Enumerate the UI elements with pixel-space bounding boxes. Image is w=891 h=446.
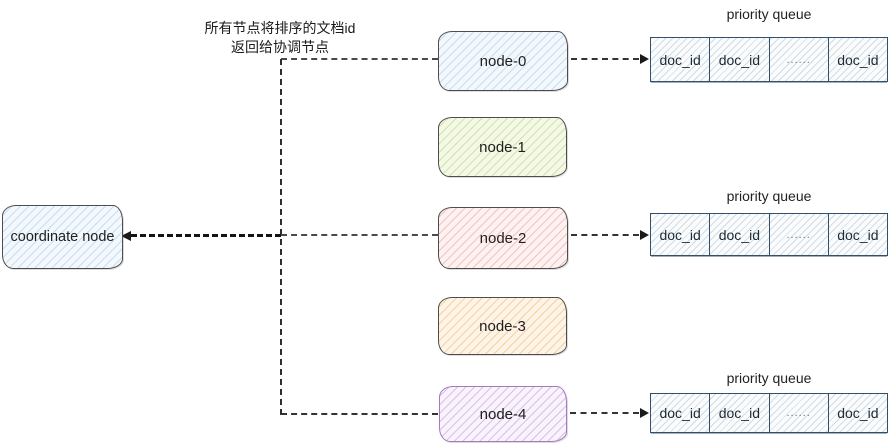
node-3-label: node-3 xyxy=(479,317,526,335)
arrowhead-to-coordinate-icon xyxy=(121,231,131,241)
return-arrow-to-coordinate xyxy=(131,234,281,237)
return-line-trunk xyxy=(280,59,282,415)
queue-cell: doc_id xyxy=(837,226,879,243)
queue-cell-ellipsis: ...... xyxy=(770,394,829,432)
node-3-box: node-3 xyxy=(438,297,567,355)
node-4-label: node-4 xyxy=(479,405,527,423)
queue-cell: doc_id xyxy=(710,394,770,432)
queue-cell: doc_id xyxy=(651,38,711,81)
priority-queue-2: doc_id doc_id ...... doc_id xyxy=(650,393,888,433)
arrowhead-queue-1-icon xyxy=(640,230,649,240)
arrowhead-queue-2-icon xyxy=(640,408,649,418)
queue-cell: doc_id xyxy=(651,394,711,432)
node-4-box: node-4 xyxy=(439,386,567,442)
return-line-node0 xyxy=(281,58,438,60)
queue-cell: doc_id xyxy=(651,214,711,255)
annotation-return-docids: 所有节点将排序的文档id 返回给协调节点 xyxy=(160,19,400,57)
queue-cell-ellipsis: ...... xyxy=(770,38,829,81)
return-line-node4 xyxy=(281,413,438,415)
arrow-node2-to-queue xyxy=(571,234,639,236)
arrow-node4-to-queue xyxy=(570,412,639,414)
node-0-label: node-0 xyxy=(479,52,527,70)
node-1-box: node-1 xyxy=(438,117,567,177)
annotation-line-2: 返回给协调节点 xyxy=(231,39,329,55)
return-line-node2 xyxy=(281,234,438,236)
arrow-node0-to-queue xyxy=(571,58,639,60)
queue-cell-ellipsis: ...... xyxy=(770,214,829,255)
queue-cell: doc_id xyxy=(710,214,770,255)
queue-cell: doc_id xyxy=(710,38,770,81)
coordinate-node-box: coordinate node xyxy=(2,205,123,269)
queue-cell: doc_id xyxy=(837,405,879,421)
priority-queue-2-title: priority queue xyxy=(726,370,812,386)
priority-queue-0-title: priority queue xyxy=(726,6,812,22)
coordinate-node-label: coordinate node xyxy=(10,229,115,245)
queue-cell: doc_id xyxy=(837,51,879,68)
node-1-label: node-1 xyxy=(479,138,526,156)
node-2-label: node-2 xyxy=(479,229,527,247)
node-0-box: node-0 xyxy=(438,31,568,91)
arrowhead-queue-0-icon xyxy=(640,54,649,64)
node-2-box: node-2 xyxy=(438,207,568,269)
priority-queue-1: doc_id doc_id ...... doc_id xyxy=(650,213,888,256)
annotation-line-1: 所有节点将排序的文档id xyxy=(204,20,356,36)
priority-queue-0: doc_id doc_id ...... doc_id xyxy=(650,37,888,82)
priority-queue-1-title: priority queue xyxy=(726,188,812,204)
